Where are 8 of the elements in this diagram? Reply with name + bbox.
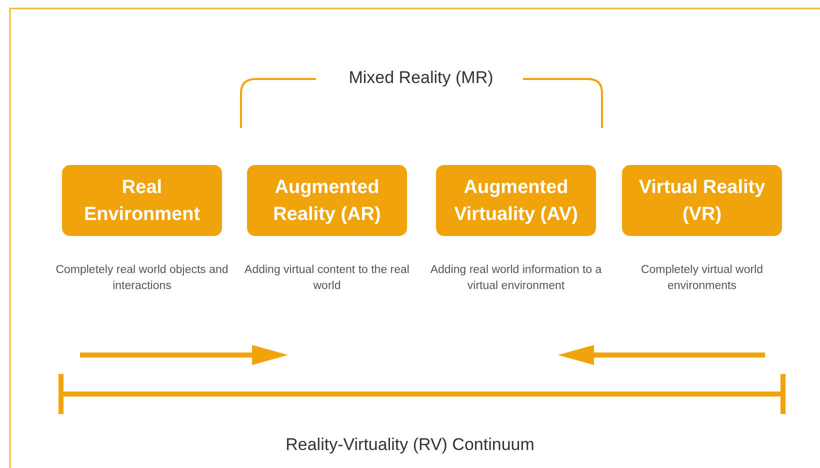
description-text: Completely virtual world environments [640, 263, 764, 294]
process-box: Augmented Virtuality (AV) [436, 165, 596, 236]
process-box: Virtual Reality (VR) [622, 165, 782, 236]
description-text: Adding real world information to a virtual environment [429, 263, 603, 294]
process-box: Augmented Reality (AR) [247, 165, 407, 236]
description-text: Adding virtual content to the real world [244, 263, 410, 294]
process-box: Real Environment [62, 165, 222, 236]
description-text: Completely real world objects and interactions [54, 263, 230, 294]
